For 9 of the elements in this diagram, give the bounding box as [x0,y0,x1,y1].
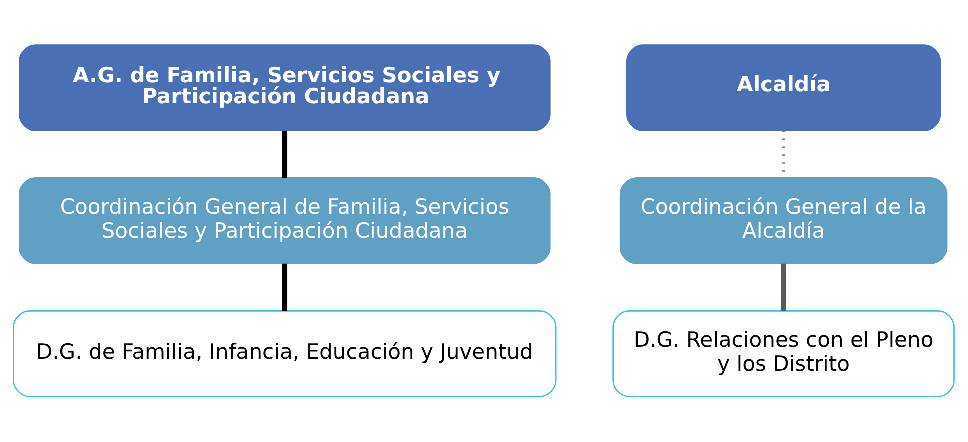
connector [781,264,786,311]
node-box: Coordinación General de la Alcaldía [620,178,948,264]
node-box: D.G. Relaciones con el Pleno y los Distrito [612,310,955,398]
node-box: D.G. de Familia, Infancia, Educación y Juventud [13,310,557,398]
node-box: A.G. de Familia, Servicios Sociales y Participación Ciudadana [19,44,551,132]
node-box: Coordinación General de Familia, Servicios Sociales y Participación Ciudadana [19,178,551,264]
node-box: Alcaldía [626,44,942,132]
connector [282,130,288,178]
connector [282,264,288,311]
